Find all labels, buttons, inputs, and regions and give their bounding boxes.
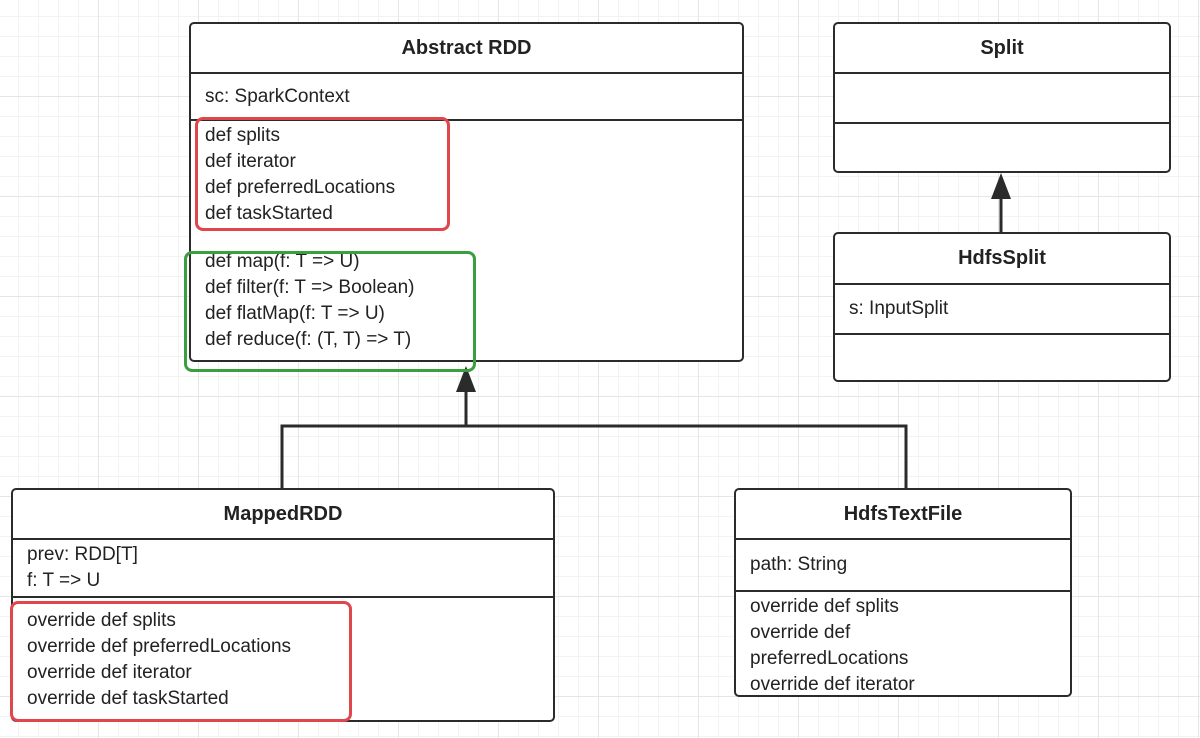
- method-filter: def filter(f: T => Boolean): [205, 277, 415, 298]
- abstract-rdd-class[interactable]: Abstract RDD sc: SparkContext def splits…: [189, 22, 744, 362]
- mappedrdd-attributes: prev: RDD[T] f: T => U: [13, 538, 553, 596]
- method-iterator: def iterator: [205, 151, 296, 172]
- hdfstextfile-attributes: path: String: [736, 538, 1070, 590]
- method-override-def: override def: [750, 622, 851, 643]
- mappedrdd-inheritance-line: [280, 424, 908, 490]
- method-flatmap: def flatMap(f: T => U): [205, 303, 385, 324]
- red-highlight-abstract-core-methods: [195, 117, 450, 231]
- hdfstextfile-class[interactable]: HdfsTextFile path: String override def s…: [734, 488, 1072, 697]
- method-map: def map(f: T => U): [205, 251, 360, 272]
- method-override-task-started: override def taskStarted: [27, 688, 229, 709]
- hdfssplit-attributes: s: InputSplit: [835, 283, 1169, 333]
- attribute-f: f: T => U: [27, 570, 101, 591]
- split-title: Split: [980, 36, 1024, 59]
- abstract-rdd-methods: def splits def iterator def preferredLoc…: [191, 119, 742, 353]
- method-override-iterator: override def iterator: [27, 662, 192, 683]
- split-methods: [835, 122, 1169, 170]
- attribute-s: s: InputSplit: [849, 298, 949, 319]
- method-preferred-locations: def preferredLocations: [205, 177, 396, 198]
- split-class[interactable]: Split: [833, 22, 1171, 173]
- method-task-started: def taskStarted: [205, 203, 333, 224]
- split-arrowhead-icon: [991, 173, 1011, 199]
- method-override-preferred-locations: override def preferredLocations: [27, 636, 292, 657]
- split-attributes: [835, 72, 1169, 122]
- method-reduce: def reduce(f: (T, T) => T): [205, 329, 412, 350]
- red-highlight-mappedrdd-methods: [10, 601, 352, 722]
- abstract-rdd-title: Abstract RDD: [401, 36, 532, 59]
- hdfssplit-class[interactable]: HdfsSplit s: InputSplit: [833, 232, 1171, 382]
- method-preferred-locations: preferredLocations: [750, 648, 909, 669]
- attribute-path: path: String: [750, 554, 848, 575]
- method-override-iterator: override def iterator: [750, 674, 915, 695]
- method-override-splits: override def splits: [750, 596, 899, 617]
- attribute-prev: prev: RDD[T]: [27, 544, 138, 565]
- hdfstextfile-methods: override def splits override def preferr…: [736, 590, 1070, 698]
- attribute-sc: sc: SparkContext: [205, 85, 350, 107]
- hdfssplit-methods: [835, 333, 1169, 379]
- hdfstextfile-title: HdfsTextFile: [843, 502, 963, 525]
- hdfssplit-title: HdfsSplit: [958, 247, 1046, 269]
- abstract-rdd-arrowhead-icon: [456, 366, 476, 392]
- method-override-splits: override def splits: [27, 610, 176, 631]
- method-splits: def splits: [205, 125, 280, 146]
- green-highlight-abstract-ops-methods: [184, 251, 476, 372]
- abstract-rdd-attributes: sc: SparkContext: [191, 72, 742, 119]
- mappedrdd-title: MappedRDD: [223, 502, 343, 525]
- mappedrdd-methods: override def splits override def preferr…: [13, 596, 553, 712]
